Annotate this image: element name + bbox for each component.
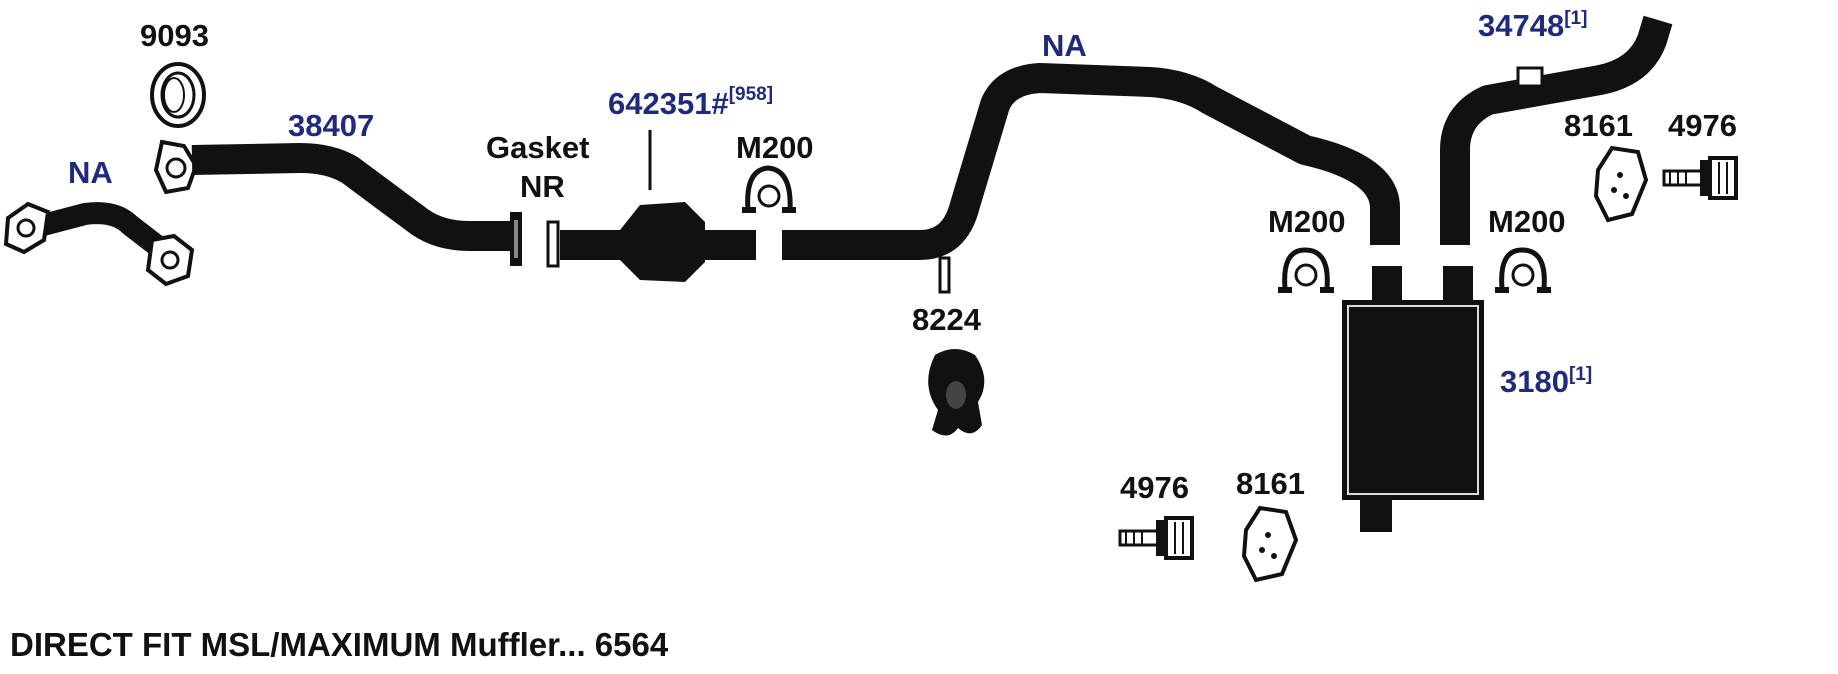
gasket-nr-icon — [546, 220, 560, 268]
footer-muffler-note: DIRECT FIT MSL/MAXIMUM Muffler... 6564 — [10, 626, 669, 663]
label-gasket-nr: NR — [520, 169, 565, 204]
label-9093: 9093 — [140, 18, 209, 53]
intermediate-pipe-38407 — [153, 139, 522, 266]
intermediate-pipe-na — [782, 63, 1400, 294]
label-m200-top: M200 — [736, 130, 814, 165]
clamp-m200-top — [742, 165, 796, 213]
clamp-m200-mid-right — [1495, 247, 1551, 293]
label-34748-note: [1] — [1564, 8, 1587, 29]
label-8224: 8224 — [912, 302, 982, 337]
front-pipe-na — [3, 201, 195, 287]
label-m200-mid-left: M200 — [1268, 204, 1346, 239]
front-pipe-flange-right — [145, 233, 195, 287]
tailpipe-34748 — [1440, 15, 1673, 245]
label-642351-note: [958] — [729, 84, 773, 105]
label-34748: 34748[1] — [1478, 8, 1587, 43]
label-4976-bottom: 4976 — [1120, 470, 1189, 505]
front-pipe-flange-left — [3, 201, 51, 255]
label-gasket: Gasket — [486, 130, 589, 165]
label-642351-number: 642351# — [608, 86, 729, 121]
label-3180: 3180[1] — [1500, 364, 1592, 399]
hanger-8161-bottom — [1241, 505, 1299, 583]
catalytic-converter-642351 — [560, 130, 756, 282]
hanger-8161-top — [1593, 145, 1649, 223]
label-8161-bottom: 8161 — [1236, 466, 1305, 501]
bolt-4976-bottom — [1118, 516, 1194, 560]
label-38407: 38407 — [288, 108, 374, 143]
label-na-front-pipe: NA — [68, 155, 113, 190]
bolt-4976-top — [1662, 156, 1738, 200]
label-642351: 642351#[958] — [608, 84, 773, 121]
label-3180-number: 3180 — [1500, 364, 1569, 399]
clamp-m200-mid-left — [1278, 247, 1334, 293]
muffler-3180 — [1342, 266, 1484, 532]
label-3180-note: [1] — [1569, 364, 1592, 385]
label-34748-number: 34748 — [1478, 8, 1564, 43]
label-4976-top: 4976 — [1668, 108, 1737, 143]
label-8161-top: 8161 — [1564, 108, 1633, 143]
ring-gasket-9093 — [150, 62, 206, 128]
rubber-hanger-8224 — [928, 349, 985, 436]
pipe-hanger-rod-8224 — [938, 256, 951, 294]
label-m200-mid-right: M200 — [1488, 204, 1566, 239]
label-na-intermediate: NA — [1042, 28, 1087, 63]
